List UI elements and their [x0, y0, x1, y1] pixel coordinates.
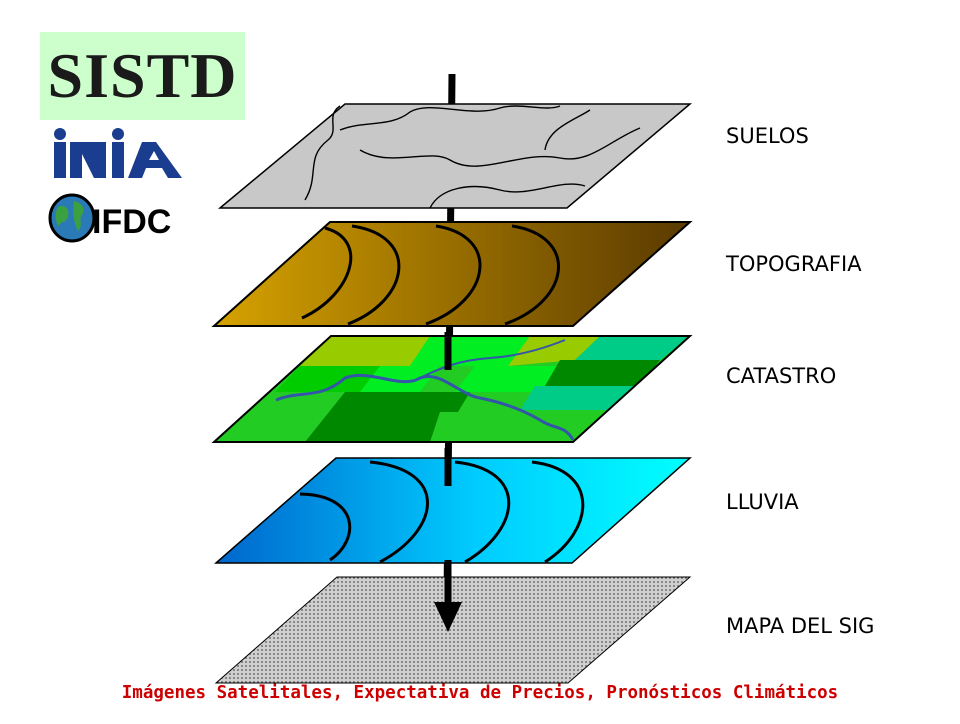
label-lluvia: LLUVIA: [726, 490, 799, 514]
ifdc-wordmark: IFDC: [92, 203, 171, 241]
label-catastro: CATASTRO: [726, 364, 837, 388]
ifdc-logo: IFDC: [48, 193, 186, 247]
page-title: SISTD: [47, 40, 238, 111]
inia-logo-icon: [54, 128, 182, 178]
globe-icon: [48, 193, 96, 243]
footer-caption: Imágenes Satelitales, Expectativa de Pre…: [121, 683, 839, 703]
label-suelos: SUELOS: [726, 124, 809, 148]
inia-logo: [48, 128, 184, 184]
layer-suelos: [217, 103, 693, 209]
ifdc-logo-graphic: IFDC: [48, 193, 171, 243]
layer-catastro: [211, 335, 693, 443]
layer-lluvia: [214, 457, 692, 564]
label-mapa-del-sig: MAPA DEL SIG: [726, 614, 875, 638]
label-topografia: TOPOGRAFIA: [726, 252, 862, 276]
layer-topografia: [211, 221, 693, 327]
layer-mapa-del-sig: [214, 576, 692, 684]
arrow-head-icon: [434, 602, 462, 632]
title-box: SISTD: [40, 32, 245, 120]
